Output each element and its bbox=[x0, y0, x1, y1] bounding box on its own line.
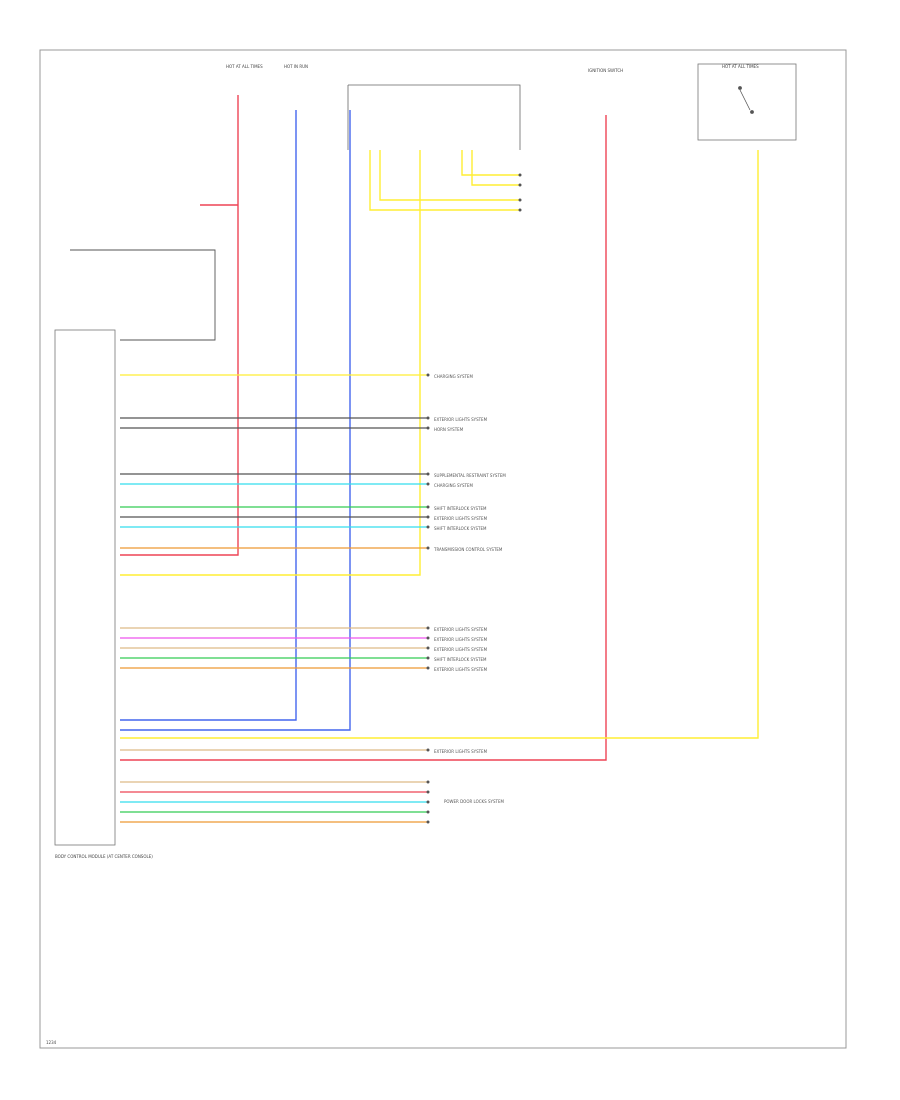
dest-label: TRANSMISSION CONTROL SYSTEM bbox=[433, 547, 503, 552]
dest-label: EXTERIOR LIGHTS SYSTEM bbox=[434, 667, 488, 672]
wire-blue-main bbox=[120, 110, 297, 721]
hot-in-run-label: HOT IN RUN bbox=[284, 64, 308, 69]
dest-label: CHARGING SYSTEM bbox=[434, 483, 473, 488]
dest-label: EXTERIOR LIGHTS SYSTEM bbox=[434, 417, 488, 422]
wire-yellow-ign bbox=[120, 150, 759, 739]
feed-wires bbox=[70, 95, 759, 761]
dest-label: EXTERIOR LIGHTS SYSTEM bbox=[434, 749, 488, 754]
ignition-switch-label: IGNITION SWITCH bbox=[588, 68, 623, 73]
connector-marks bbox=[426, 173, 522, 824]
dest-label: SHIFT INTERLOCK SYSTEM bbox=[434, 657, 487, 662]
dest-label: EXTERIOR LIGHTS SYSTEM bbox=[434, 637, 488, 642]
dest-label: HORN SYSTEM bbox=[434, 427, 464, 432]
dest-label: CHARGING SYSTEM bbox=[434, 374, 473, 379]
destination-labels: CHARGING SYSTEM EXTERIOR LIGHTS SYSTEM H… bbox=[433, 374, 506, 804]
ignition-switch-contacts bbox=[738, 86, 754, 114]
hot-at-all-times-label-2: HOT AT ALL TIMES bbox=[722, 64, 759, 69]
wire-yellow-feed bbox=[120, 150, 520, 576]
wire-red-main bbox=[120, 95, 239, 556]
wire-gray-ground bbox=[70, 249, 216, 341]
wire-red-ign bbox=[120, 115, 607, 761]
ignition-switch-box bbox=[697, 63, 797, 141]
module-wires bbox=[120, 374, 428, 823]
fuse-block-outline bbox=[347, 84, 521, 150]
body-control-module-box bbox=[54, 329, 116, 846]
dest-label: EXTERIOR LIGHTS SYSTEM bbox=[434, 647, 488, 652]
dest-label: SHIFT INTERLOCK SYSTEM bbox=[434, 526, 487, 531]
figure-id: 1234 bbox=[46, 1040, 57, 1045]
module-label: BODY CONTROL MODULE (AT CENTER CONSOLE) bbox=[55, 854, 153, 859]
dest-label: SUPPLEMENTAL RESTRAINT SYSTEM bbox=[434, 473, 506, 478]
dest-label: EXTERIOR LIGHTS SYSTEM bbox=[434, 627, 488, 632]
hot-at-all-times-label-1: HOT AT ALL TIMES bbox=[226, 64, 263, 69]
wire-blue-2 bbox=[120, 110, 351, 731]
diagram-border bbox=[39, 49, 847, 1049]
dest-label: POWER DOOR LOCKS SYSTEM bbox=[444, 799, 504, 804]
top-labels: HOT AT ALL TIMES HOT IN RUN IGNITION SWI… bbox=[226, 64, 759, 73]
dest-label: SHIFT INTERLOCK SYSTEM bbox=[434, 506, 487, 511]
dest-label: EXTERIOR LIGHTS SYSTEM bbox=[434, 516, 488, 521]
